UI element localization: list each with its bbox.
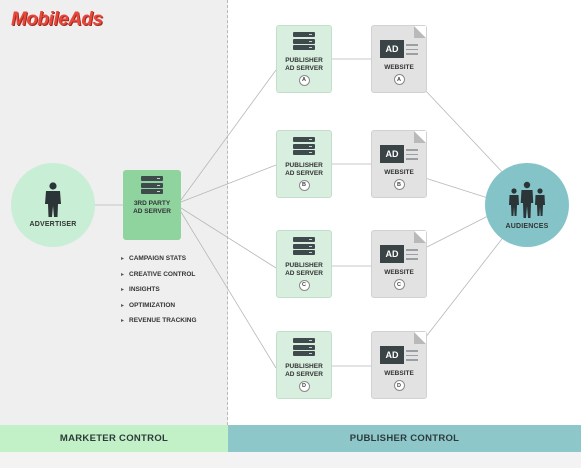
website-badge: B: [393, 179, 405, 190]
line-3rd-party-to-server-c: [180, 207, 277, 269]
feature-list: CAMPAIGN STATS CREATIVE CONTROL INSIGHTS…: [121, 251, 197, 329]
line-3rd-party-to-server-d: [180, 211, 277, 369]
server-icon: [293, 32, 315, 52]
website-badge: D: [393, 380, 405, 391]
page-fold-icon: [414, 231, 426, 243]
feature-item: INSIGHTS: [121, 282, 197, 298]
feature-item: OPTIMIZATION: [121, 298, 197, 314]
people-group-icon: [509, 181, 545, 218]
website-badge: A: [393, 74, 405, 85]
advertiser-label: ADVERTISER: [29, 221, 77, 228]
text-lines-icon: [406, 249, 418, 263]
audiences-node: AUDIENCES: [485, 163, 569, 247]
text-lines-icon: [406, 44, 418, 58]
line-website-d-to-audiences: [424, 234, 506, 339]
audiences-label: AUDIENCES: [505, 223, 549, 230]
line-3rd-party-to-server-a: [180, 69, 277, 201]
server-badge: D: [298, 380, 310, 392]
publisher-control-bar: PUBLISHER CONTROL: [228, 425, 581, 452]
third-party-server-label: 3RD PARTY AD SERVER: [133, 199, 171, 215]
text-lines-icon: [406, 149, 418, 163]
server-badge: B: [298, 179, 310, 191]
website-label: WEBSITE: [384, 370, 414, 377]
bottom-strip: [0, 452, 581, 468]
ad-placement-icon: AD: [380, 40, 404, 58]
ad-placement-icon: AD: [380, 145, 404, 163]
line-website-c-to-audiences: [424, 214, 491, 249]
website-d: AD WEBSITE D: [371, 331, 427, 399]
mobileads-logo: MobileAds: [11, 9, 103, 30]
page-fold-icon: [414, 26, 426, 38]
feature-item: CREATIVE CONTROL: [121, 267, 197, 283]
website-c: AD WEBSITE C: [371, 230, 427, 298]
zone-divider: [227, 0, 228, 425]
server-badge: A: [298, 74, 310, 86]
server-badge: C: [298, 279, 310, 291]
ad-placement-icon: AD: [380, 346, 404, 364]
feature-item: REVENUE TRACKING: [121, 313, 197, 329]
advertiser-node: ADVERTISER: [11, 163, 95, 247]
ad-placement-icon: AD: [380, 245, 404, 263]
line-website-b-to-audiences: [424, 177, 489, 199]
server-icon: [293, 137, 315, 157]
connection-lines: [95, 58, 506, 369]
line-3rd-party-to-server-b: [180, 164, 277, 203]
page-fold-icon: [414, 332, 426, 344]
feature-item: CAMPAIGN STATS: [121, 251, 197, 267]
website-a: AD WEBSITE A: [371, 25, 427, 93]
text-lines-icon: [406, 350, 418, 364]
page-fold-icon: [414, 131, 426, 143]
server-icon: [293, 338, 315, 358]
person-silhouette-icon: [45, 182, 61, 217]
website-label: WEBSITE: [384, 269, 414, 276]
marketer-control-bar: MARKETER CONTROL: [0, 425, 228, 452]
website-badge: C: [393, 279, 405, 290]
website-b: AD WEBSITE B: [371, 130, 427, 198]
server-icon: [141, 176, 163, 196]
website-label: WEBSITE: [384, 169, 414, 176]
third-party-ad-server: 3RD PARTY AD SERVER: [123, 170, 181, 240]
website-label: WEBSITE: [384, 64, 414, 71]
line-website-a-to-audiences: [424, 89, 506, 176]
server-icon: [293, 237, 315, 257]
